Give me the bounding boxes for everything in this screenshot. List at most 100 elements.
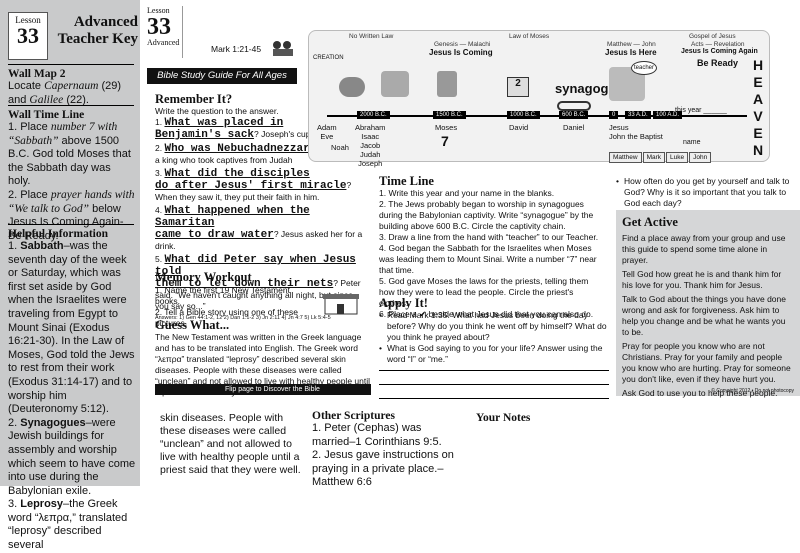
copyright: © Copyright 2012 • Do not photocopy — [711, 388, 794, 394]
get-active-heading: Get Active — [622, 215, 678, 229]
divider — [8, 64, 134, 65]
helpful-heading: Helpful Information — [8, 228, 108, 240]
date-1500bc: 1500 B.C. — [433, 111, 466, 119]
guide-banner: Bible Study Guide For All Ages — [147, 68, 297, 84]
tent-picture — [381, 71, 409, 97]
remember-item-4: 4. What happened when the Samaritan came… — [155, 205, 363, 251]
teacher-key-title: Advanced Teacher Key — [56, 14, 138, 48]
remember-item-1: 1. What was placed in Benjamin's sack? J… — [155, 117, 311, 141]
helpful-information-section: Helpful Information 1. Sabbath–was the s… — [8, 228, 138, 553]
guess-heading: Guess What... — [155, 318, 230, 332]
timeline-task-2: 2. The Jews probably began to worship in… — [379, 199, 594, 231]
memory-item-2: 2. Tell a Bible story using one of these… — [155, 307, 299, 328]
memory-list: 1. Name the first 19 New Testament books… — [155, 285, 315, 329]
get-active-para-1: Find a place away from your group and us… — [622, 233, 786, 265]
date-1000bc: 1000 B.C. — [507, 111, 540, 119]
era-genesis-malachi: Genesis — Malachi — [434, 41, 491, 48]
handwritten-answer: Who was Nebuchadnezzar — [164, 143, 310, 155]
name-blank: name — [683, 139, 701, 146]
handwritten-answer: Benjamin's sack — [155, 129, 255, 141]
handwritten-answer: What was placed in — [164, 117, 284, 129]
remember-item-3: 3. What did the disciples do after Jesus… — [155, 168, 352, 202]
apply-item-2: What is God saying to you for your life?… — [379, 343, 609, 365]
guide-lesson-badge: Lesson 33 Advanced — [147, 6, 183, 58]
handwritten-seven: 7 — [441, 133, 449, 149]
reflection-question: How often do you get by yourself and tal… — [616, 176, 798, 209]
captivity-chain-circle — [557, 101, 591, 111]
timeline-task-1: 1. Write this year and your name in the … — [379, 188, 555, 198]
wall-time-line-section: Wall Time Line 1. Place number 7 with “S… — [8, 109, 136, 243]
remember-instruction: Write the question to the answer. — [155, 106, 279, 116]
era-law-of-moses: Law of Moses — [509, 33, 550, 40]
answer-line[interactable] — [379, 370, 609, 371]
gospel-mark: Mark — [642, 152, 666, 163]
title-line-2: Teacher Key — [57, 31, 138, 47]
wall-map-heading: Wall Map 2 — [8, 68, 66, 80]
get-active-para-2: Tell God how great he is and thank him f… — [622, 269, 782, 290]
timeline-task-5: 5. God gave Moses the laws for the pries… — [379, 276, 589, 308]
teacher-key-sidebar: Lesson 33 Advanced Teacher Key Wall Map … — [0, 0, 140, 551]
header-jesus-is-coming: Jesus Is Coming — [429, 48, 493, 57]
leprosy-definition: 3. Leprosy–the Greek word “λεπρα,” trans… — [8, 498, 128, 552]
handwritten-answer: What did the disciples — [164, 168, 310, 180]
handwritten-answer: What happened when the Samaritan — [155, 205, 310, 229]
gospels-tags: Matthew Mark Luke John — [609, 152, 712, 163]
timeline-graphic: No Written Law Law of Moses Gospel of Je… — [308, 30, 770, 168]
reflection-question-text: How often do you get by yourself and tal… — [616, 176, 798, 209]
header-jesus-is-coming-again: Jesus Is Coming Again — [681, 48, 758, 55]
remember-list: 1. What was placed in Benjamin's sack? J… — [155, 117, 369, 321]
flip-page-banner: Flip page to Discover the Bible — [155, 384, 371, 395]
guide-lesson-word: Lesson — [147, 6, 170, 15]
lesson-number: 33 — [17, 23, 39, 48]
answer-line[interactable] — [379, 398, 609, 399]
other-scripture-2: 2. Jesus gave instructions on praying in… — [312, 449, 454, 489]
date-33ad: 33 A.D. — [625, 111, 651, 119]
memory-heading: Memory Workout — [155, 270, 252, 284]
date-0: 0 — [609, 111, 619, 119]
title-line-1: Advanced — [73, 14, 138, 30]
gospel-john: John — [689, 152, 712, 163]
wall-map-text: Locate Capernaum (29) and Galilee (22). — [8, 80, 122, 106]
handwritten-answer: do after Jesus' first miracle — [155, 180, 347, 192]
remember-heading: Remember It? — [155, 92, 233, 106]
handwritten-answer: What did Peter say when Jesus told — [155, 254, 356, 278]
era-acts-revelation: Acts — Revelation — [691, 41, 745, 48]
other-scripture-1: 1. Peter (Cephas) was married–1 Corinthi… — [312, 422, 442, 448]
gospel-matthew: Matthew — [609, 152, 642, 163]
get-active-para-3: Talk to God about the things you have do… — [622, 294, 786, 337]
creation-label: CREATION — [313, 55, 344, 61]
ark-picture — [339, 77, 365, 97]
timeline-task-3: 3. Draw a line from the hand with “teach… — [379, 232, 599, 242]
name-daniel: Daniel — [563, 123, 585, 132]
lesson-badge: Lesson 33 — [8, 12, 48, 60]
scripture-reference: Mark 1:21-45 — [211, 44, 262, 54]
wall-map-section: Wall Map 2 Locate Capernaum (29) and Gal… — [8, 68, 136, 107]
gospel-luke: Luke — [666, 152, 689, 163]
answer-line[interactable] — [379, 384, 609, 385]
bible-people-icon — [271, 40, 295, 56]
name-david: David — [509, 123, 529, 132]
get-active-para-5: Ask God to use you to help these people. — [622, 388, 778, 398]
handwritten-answer: them to let down their nets — [155, 278, 334, 290]
timeline-task-heading: Time Line — [379, 174, 434, 188]
remember-item-5: 5. What did Peter say when Jesus told th… — [155, 254, 361, 311]
bottom-strip: skin diseases. People with these disease… — [140, 408, 800, 488]
name-noah: Noah — [331, 143, 349, 152]
wall-time-line-item-2: 2. Place prayer hands with “We talk to G… — [8, 188, 135, 242]
timeline-task-4: 4. God began the Sabbath for the Israeli… — [379, 243, 597, 275]
date-2000bc: 2000 B.C. — [357, 111, 390, 119]
divider — [8, 224, 134, 225]
your-notes-heading: Your Notes — [476, 412, 531, 424]
other-scriptures-heading: Other Scriptures — [312, 410, 395, 422]
wall-time-line-heading: Wall Time Line — [8, 109, 85, 121]
leprosy-continuation: skin diseases. People with these disease… — [160, 412, 301, 476]
apply-list: Read Mark 1:35. What had Jesus been doin… — [379, 310, 609, 365]
memory-item-1: 1. Name the first 19 New Testament books… — [155, 285, 290, 306]
wall-time-line-item-1: 1. Place number 7 with “Sabbath” above 1… — [8, 121, 131, 188]
sabbath-definition: 1. Sabbath–was the seventh day of the we… — [8, 240, 135, 416]
era-matthew-john: Matthew — John — [607, 41, 656, 48]
guide-level: Advanced — [147, 38, 180, 47]
apply-item-1: Read Mark 1:35. What had Jesus been doin… — [379, 310, 609, 343]
date-100ad: 100 A.D. — [653, 111, 683, 119]
